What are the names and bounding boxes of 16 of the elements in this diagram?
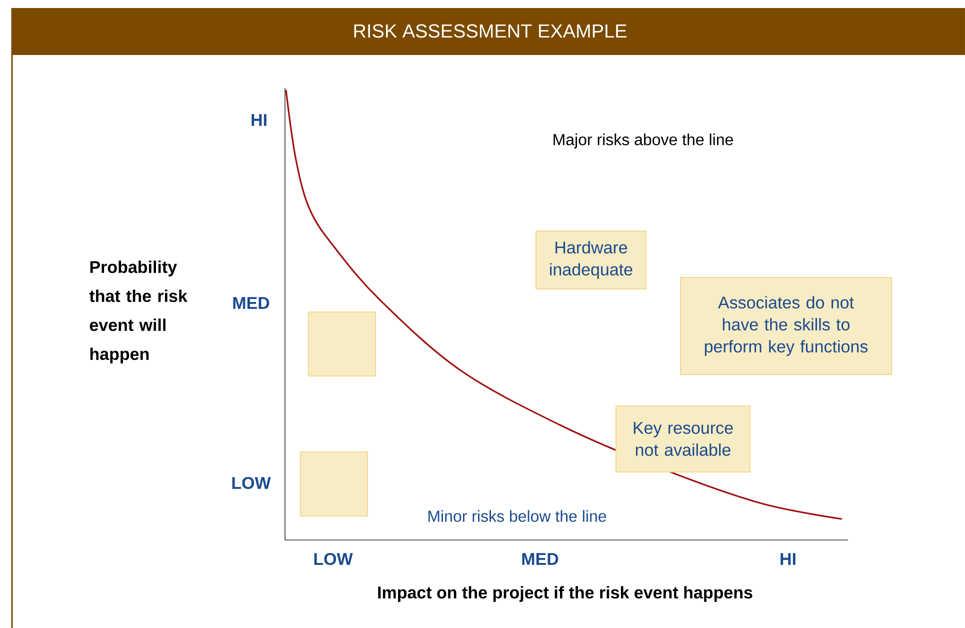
region-note: Major risks above the line (554, 134, 733, 148)
risk-box: Key resource not available (616, 406, 750, 472)
title-banner: RISK ASSESSMENT EXAMPLE (12, 8, 965, 55)
risk-box: Associates do not have the skills to perform key functions (680, 277, 892, 375)
risk-box: Hardware inadequate (536, 230, 646, 290)
empty-box (308, 312, 376, 376)
axis-tick-label: MED (233, 297, 270, 309)
axis-tick-label: MED (522, 553, 558, 565)
region-note: Minor risks below the line (428, 510, 606, 522)
axis-title: Impact on the project if the risk event happens (378, 586, 752, 602)
axis-tick-label: HI (252, 114, 266, 126)
axis-tick-label: HI (780, 553, 796, 565)
empty-box (300, 452, 368, 516)
axis-tick-label: LOW (314, 552, 353, 566)
axis-title: Probability that the risk event will happen (89, 260, 188, 364)
axis-tick-label: LOW (232, 476, 271, 490)
